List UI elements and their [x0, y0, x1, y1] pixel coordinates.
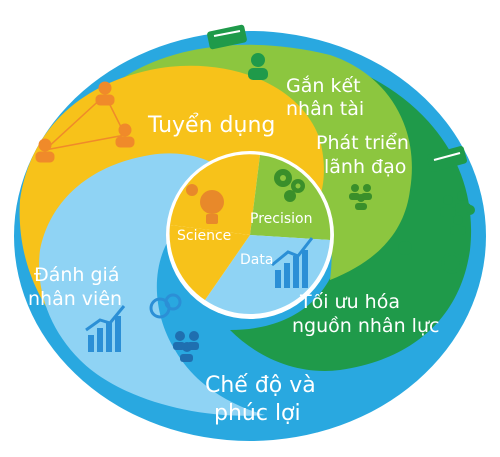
people-network-icon: [35, 81, 135, 163]
yellow-segment: [19, 65, 324, 371]
person-icon: [248, 53, 268, 80]
label-che-do-1: Chế độ và: [205, 373, 316, 398]
label-toi-uu-1: Tối ưu hóa: [300, 291, 400, 313]
core-data: Data: [240, 252, 274, 268]
team-icon-blue: [173, 331, 199, 362]
core-science: Science: [177, 228, 232, 244]
label-phat-trien-1: Phát triển: [316, 132, 409, 154]
core-precision: Precision: [250, 211, 313, 227]
team-icon-green: [349, 184, 372, 210]
label-tuyen-dung: Tuyển dụng: [148, 113, 276, 138]
chat-bubble-icon-right: [426, 146, 468, 172]
bar-chart-growth-icon: [271, 237, 314, 288]
lightbulb-icon: [398, 241, 412, 261]
label-toi-uu-2: nguồn nhân lực: [292, 315, 440, 337]
chat-bubble-icon: [207, 24, 247, 50]
bar-chart-icon-left: [85, 305, 126, 352]
team-icon: [440, 191, 475, 235]
label-danh-gia-1: Đánh giá: [34, 264, 120, 286]
label-che-do-2: phúc lợi: [214, 401, 301, 426]
refresh-icon: [441, 252, 463, 274]
label-gan-ket-2: nhân tài: [286, 98, 365, 120]
core-yellow-2: [169, 225, 250, 300]
light-blue-segment: [39, 153, 266, 416]
label-phat-trien-2: lãnh đạo: [324, 156, 407, 178]
lightbulb-head-icon: [186, 184, 224, 224]
gears-icon: [274, 169, 305, 202]
chat-bubble-icon-left: [149, 293, 182, 319]
label-gan-ket-1: Gắn kết: [286, 75, 361, 97]
label-danh-gia-2: nhân viên: [28, 288, 123, 310]
